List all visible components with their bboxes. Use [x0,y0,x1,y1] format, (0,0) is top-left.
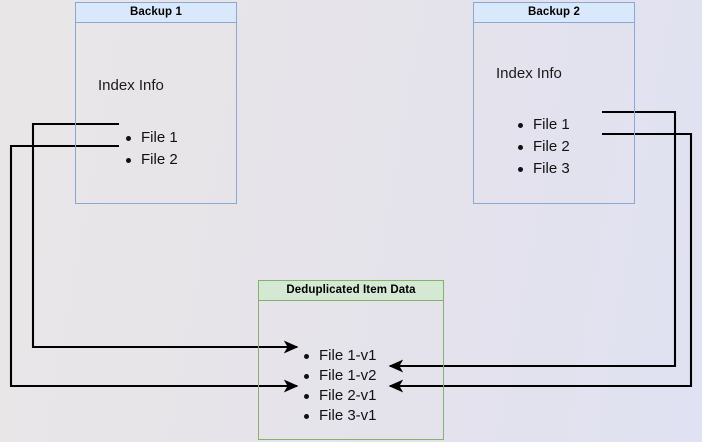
list-item: File 3-v1 [304,406,377,426]
backup-1-body: Index Info File 1 File 2 [76,23,236,203]
list-item: File 1-v1 [304,346,377,366]
backup-2-caption: Index Info [496,65,562,82]
dedup-body: File 1-v1 File 1-v2 File 2-v1 File 3-v1 [259,301,443,439]
backup-1-file-list: File 1 File 2 [126,127,178,171]
backup-2-title: Backup 2 [474,3,634,23]
node-backup-1: Backup 1 Index Info File 1 File 2 [75,2,237,204]
dedup-item-list: File 1-v1 File 1-v2 File 2-v1 File 3-v1 [304,346,377,426]
node-backup-2: Backup 2 Index Info File 1 File 2 File 3 [473,2,635,204]
dedup-title: Deduplicated Item Data [259,281,443,301]
list-item: File 3 [518,158,570,180]
list-item: File 1 [126,127,178,149]
list-item: File 1 [518,114,570,136]
list-item: File 1-v2 [304,366,377,386]
backup-2-body: Index Info File 1 File 2 File 3 [474,23,634,203]
backup-1-caption: Index Info [98,77,164,94]
list-item: File 2 [518,136,570,158]
backup-1-title: Backup 1 [76,3,236,23]
list-item: File 2-v1 [304,386,377,406]
node-deduplicated-item-data: Deduplicated Item Data File 1-v1 File 1-… [258,280,444,440]
backup-2-file-list: File 1 File 2 File 3 [518,114,570,180]
list-item: File 2 [126,149,178,171]
